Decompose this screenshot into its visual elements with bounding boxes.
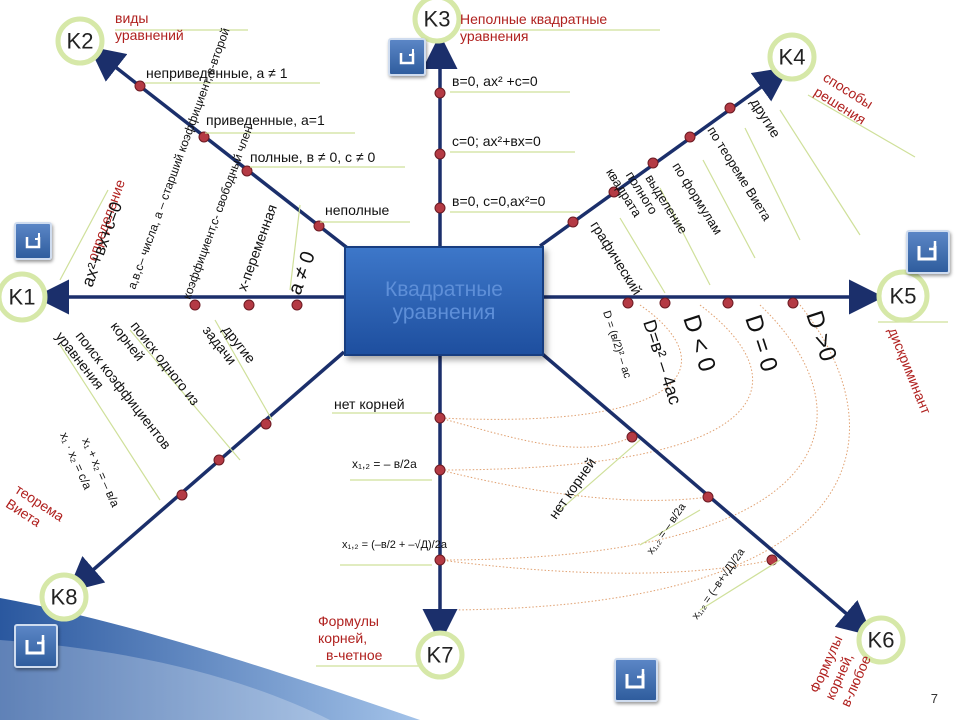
k5-item-2: D = 0 xyxy=(739,312,783,376)
nav-back-button-left[interactable] xyxy=(14,222,52,260)
k5-formula: D = (в/2)² – ас xyxy=(600,309,633,380)
k4-item-4: графический xyxy=(587,218,645,298)
node-k7[interactable]: K7 xyxy=(415,630,465,680)
decorative-wave-light xyxy=(0,640,330,720)
caption-k5: дискриминант xyxy=(885,325,934,417)
k5-item-1: D < 0 xyxy=(677,312,721,376)
center-title: Квадратные уравнения xyxy=(385,277,503,324)
center-topic[interactable]: Квадратные уравнения xyxy=(344,246,544,356)
return-arrow-icon xyxy=(25,233,41,249)
k6-item-2: x₁,₂ = (–в+√Д)/2а xyxy=(690,546,748,622)
axis-k4 xyxy=(538,66,790,248)
k8-item-0: другиезадачи xyxy=(200,313,260,377)
k4-item-0: другие xyxy=(747,95,784,141)
node-k4[interactable]: K4 xyxy=(767,32,817,82)
caption-k8: теоремаВиета xyxy=(3,481,67,539)
connector-arcs xyxy=(439,304,850,611)
k1-item-3: х-переменная xyxy=(234,202,280,293)
node-k6-label: K6 xyxy=(868,628,895,653)
axes xyxy=(34,34,884,644)
node-k2-label: K2 xyxy=(67,29,94,54)
node-k8[interactable]: K8 xyxy=(39,572,89,622)
return-arrow-icon xyxy=(25,635,45,655)
k4-item-1: по теореме Виета xyxy=(704,124,774,224)
nav-back-button-bottom[interactable] xyxy=(614,658,658,702)
k5-item-0: D=в² – 4ас xyxy=(639,317,685,407)
k2-item-1: приведенные, а=1 xyxy=(206,112,325,128)
k7-item-2: x₁,₂ = (–в/2 + –√Д)/2а xyxy=(342,539,448,551)
k2-item-0: неприведенные, а ≠ 1 xyxy=(146,65,288,81)
axis-k6 xyxy=(538,350,873,637)
return-arrow-icon xyxy=(399,49,415,65)
node-k4-label: K4 xyxy=(779,45,806,70)
k1-item-4: а ≠ 0 xyxy=(284,249,320,298)
nav-back-button-right[interactable] xyxy=(906,230,950,274)
axis-k8 xyxy=(67,350,346,593)
node-k3-label: K3 xyxy=(424,7,451,32)
nav-back-button-bottom-left[interactable] xyxy=(14,624,58,668)
k8-formula: x₁ + x₂ = – в/аx₁ · x₂ = с/а xyxy=(57,423,122,517)
node-k3[interactable]: K3 xyxy=(412,0,462,44)
k3-item-0: в=0, ах² +с=0 xyxy=(452,73,538,89)
k2-item-2: полные, в ≠ 0, с ≠ 0 xyxy=(250,149,376,165)
k3-item-1: с=0; ах²+вх=0 xyxy=(452,133,541,149)
node-k1[interactable]: K1 xyxy=(0,271,48,323)
node-k1-label: K1 xyxy=(9,285,36,310)
k6-item-1: x₁,₂ = – в/2а xyxy=(645,500,689,556)
node-k2[interactable]: K2 xyxy=(55,16,105,66)
page-number: 7 xyxy=(930,691,938,706)
k7-item-0: нет корней xyxy=(334,396,405,412)
node-k6[interactable]: K6 xyxy=(856,615,906,665)
k7-item-1: x₁,₂ = – в/2а xyxy=(352,457,417,471)
decorative-wave xyxy=(0,598,420,720)
k5-item-3: D >0 xyxy=(800,308,842,365)
node-k5-label: K5 xyxy=(890,284,917,309)
return-arrow-icon xyxy=(625,669,645,689)
k6-item-0: нет корней xyxy=(545,455,599,522)
k3-item-2: в=0, с=0,ах²=0 xyxy=(452,193,546,209)
node-k7-label: K7 xyxy=(427,643,454,668)
k2-item-3: неполные xyxy=(325,202,390,218)
axis-nodes xyxy=(134,80,799,566)
nav-back-button-top[interactable] xyxy=(388,38,426,76)
caption-k4: способырешения xyxy=(811,69,877,128)
return-arrow-icon xyxy=(917,241,937,261)
k8-item-1: поиск одного изкорней xyxy=(108,309,203,419)
node-k5[interactable]: K5 xyxy=(876,269,930,323)
label-underlines xyxy=(59,29,948,667)
node-k8-label: K8 xyxy=(51,585,78,610)
